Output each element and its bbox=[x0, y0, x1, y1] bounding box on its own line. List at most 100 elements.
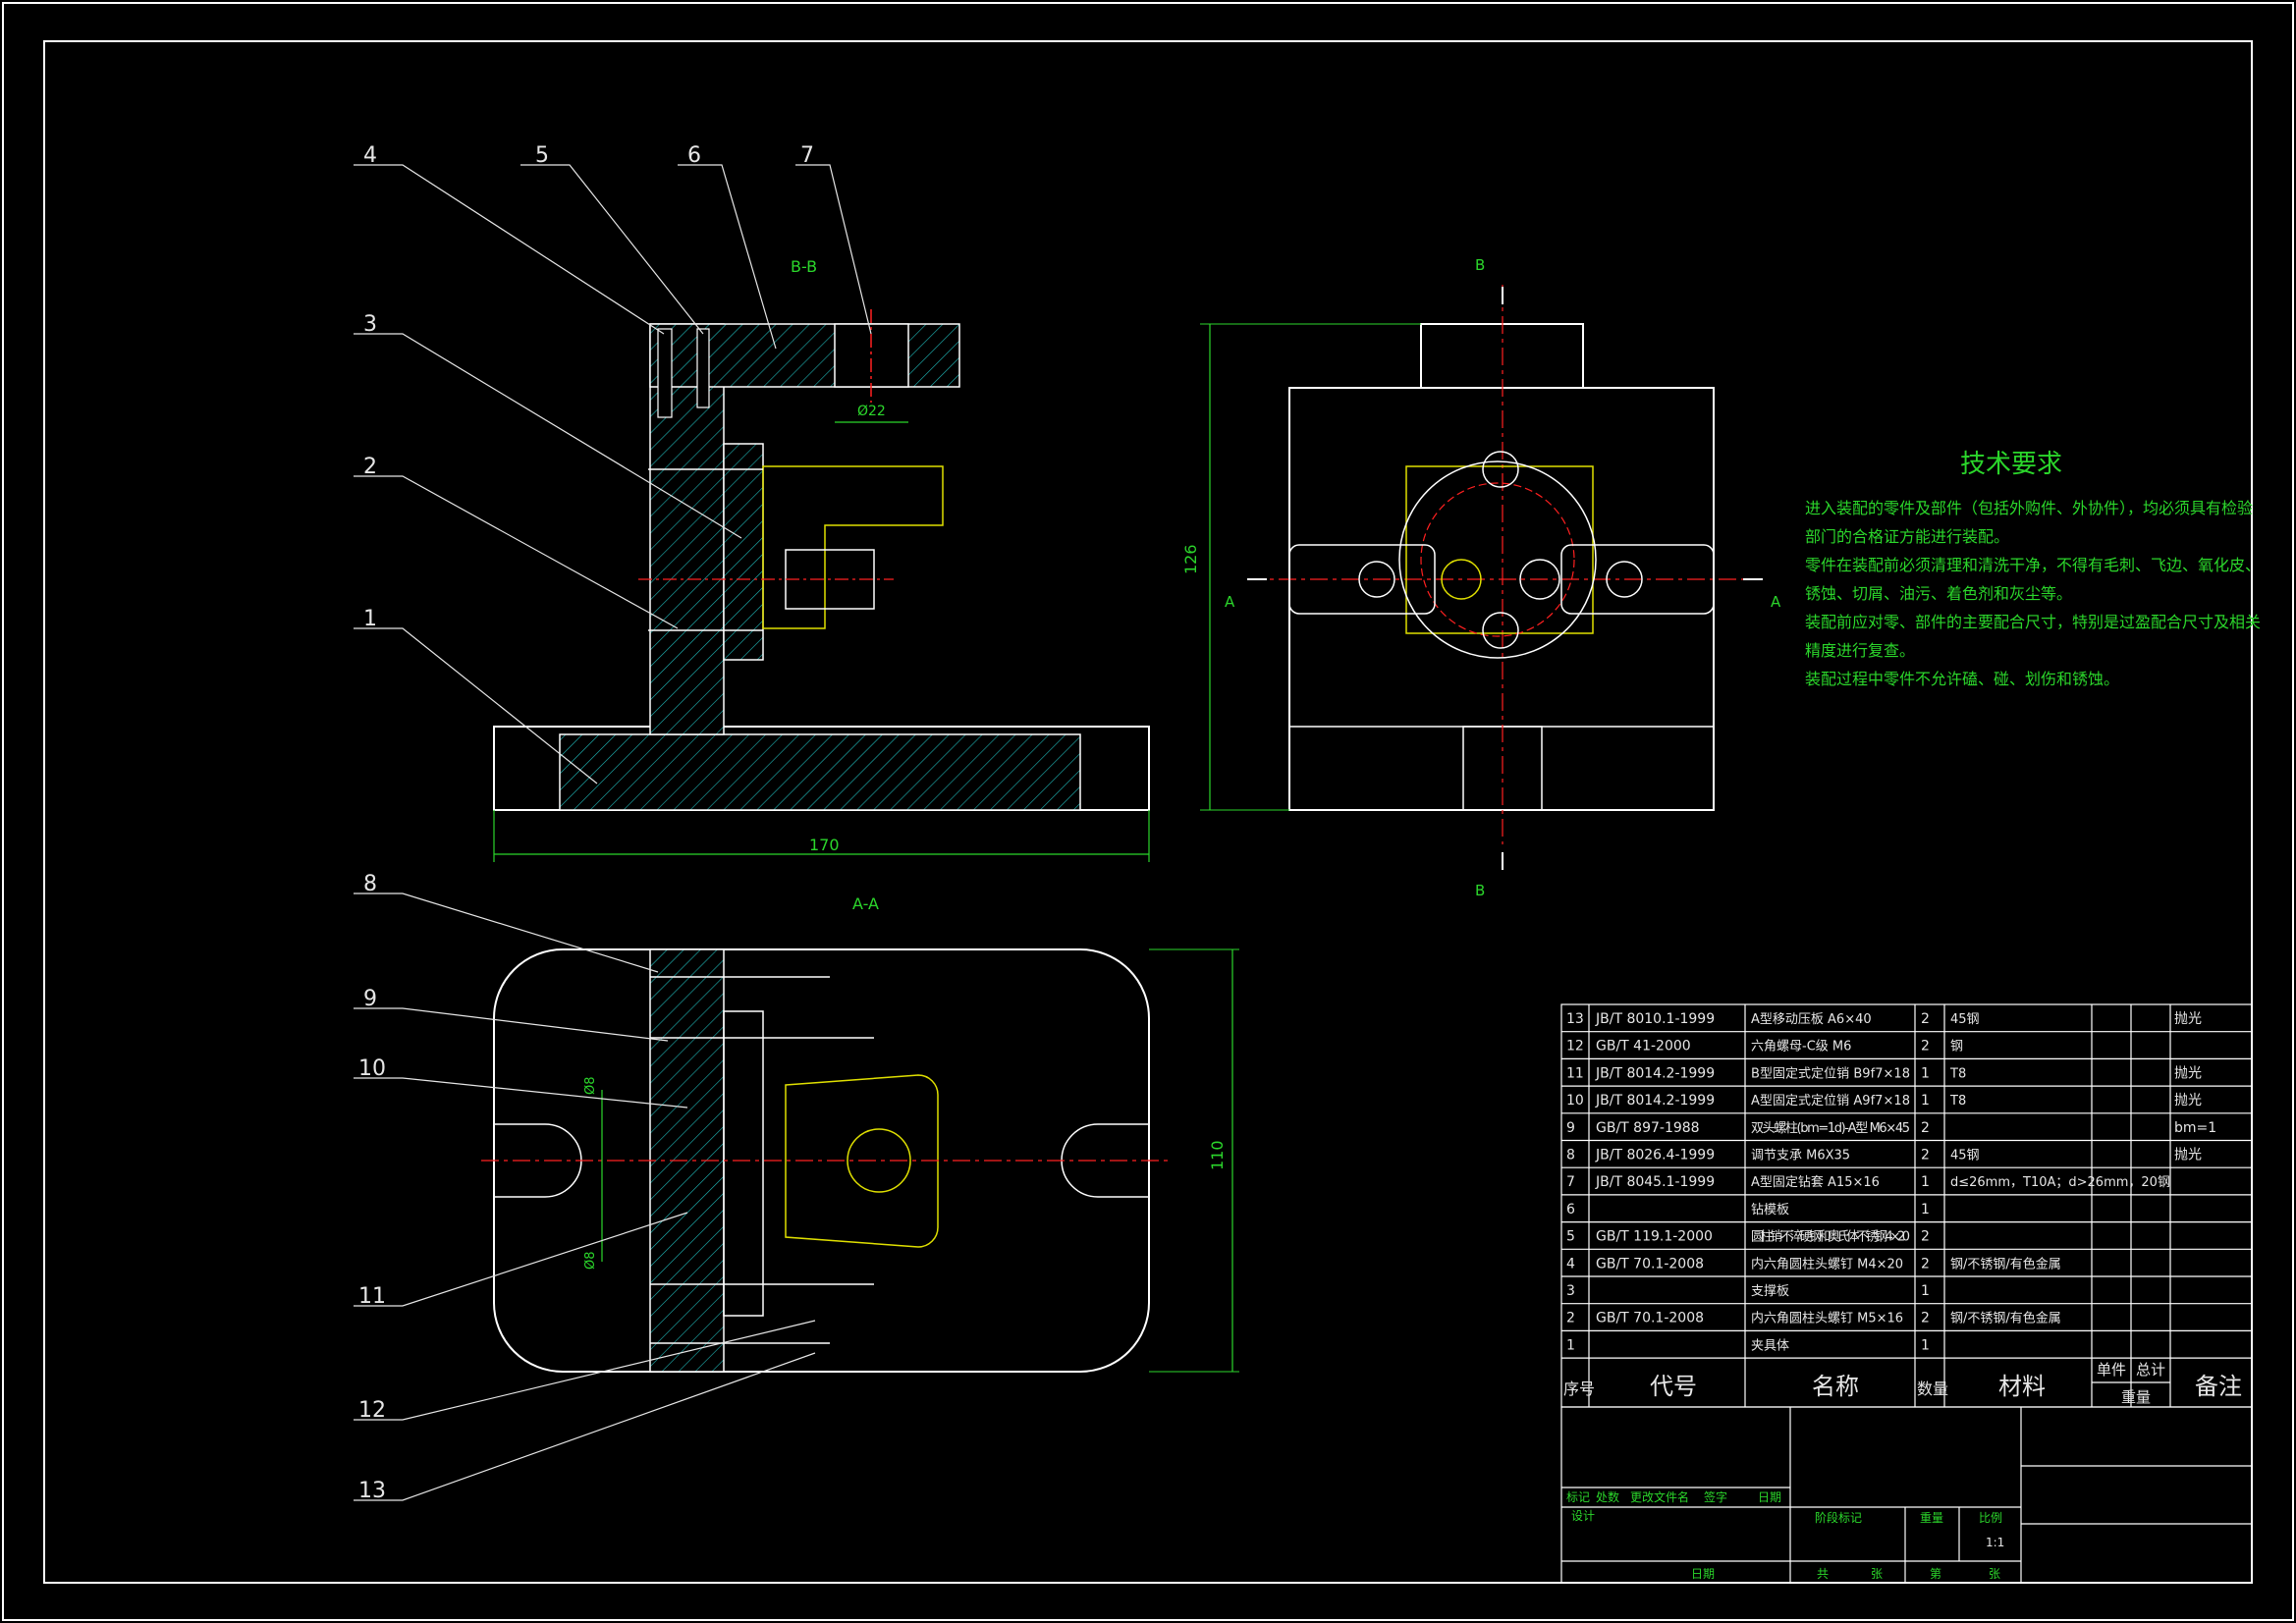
balloon-3: 3 bbox=[363, 312, 377, 337]
balloons bbox=[354, 164, 872, 1501]
bom-cell-no: 9 bbox=[1566, 1120, 1575, 1136]
bom-cell-note: 抛光 bbox=[2174, 1065, 2202, 1081]
balloon-6: 6 bbox=[687, 143, 701, 168]
balloon-8: 8 bbox=[363, 872, 377, 896]
bom-row-lines bbox=[1561, 1031, 2252, 1383]
bom-cell-qty: 2 bbox=[1921, 1011, 1930, 1027]
title-frame bbox=[1560, 1406, 2253, 1584]
pin-top bbox=[696, 328, 710, 408]
tb-date: 日期 bbox=[1758, 1490, 1781, 1504]
bom-cell-qty: 2 bbox=[1921, 1120, 1930, 1136]
nut-top bbox=[1482, 451, 1519, 488]
leader-9 bbox=[354, 1007, 669, 1042]
leader-2 bbox=[354, 475, 679, 629]
tb-design: 设计 bbox=[1571, 1509, 1595, 1523]
bom-cell-name: 钻模板 bbox=[1751, 1203, 1789, 1217]
notes-title: 技术要求 bbox=[1959, 450, 2062, 479]
bom-cell-no: 12 bbox=[1566, 1039, 1584, 1055]
side-clamp-right bbox=[1560, 544, 1715, 615]
bom-cell-no: 3 bbox=[1566, 1283, 1575, 1299]
section-b-top: B bbox=[1475, 256, 1485, 274]
bom-cell-no: 11 bbox=[1566, 1065, 1584, 1081]
bom-cell-name: 调节支承 M6X35 bbox=[1751, 1149, 1850, 1163]
side-workpiece bbox=[1405, 465, 1594, 634]
bom-cell-material: 钢/不锈钢/有色金属 bbox=[1950, 1256, 2061, 1271]
bom-header-weight: 重量 bbox=[2121, 1388, 2151, 1406]
bom-cell-qty: 2 bbox=[1921, 1229, 1930, 1245]
bom-cell-no: 7 bbox=[1566, 1174, 1575, 1190]
balloon-numbers: 1 2 3 4 5 6 7 8 9 10 11 12 13 bbox=[358, 143, 814, 1503]
bom-cell-qty: 1 bbox=[1921, 1065, 1930, 1081]
bom-cell-name: 六角螺母-C级 M6 bbox=[1751, 1040, 1851, 1055]
side-clamp-left bbox=[1288, 544, 1436, 615]
notes-line: 零件在装配前必须清理和清洗干净，不得有毛刺、飞边、氧化皮、 bbox=[1805, 556, 2262, 574]
side-view: 126 A A B B bbox=[1181, 256, 1781, 899]
section-a-left: A bbox=[1225, 593, 1235, 611]
bom-cell-note: 抛光 bbox=[2174, 1011, 2202, 1027]
leader-8 bbox=[354, 893, 659, 973]
bom-header-qty: 数量 bbox=[1917, 1380, 1948, 1398]
leader-6 bbox=[678, 164, 777, 350]
bom-cell-material: 钢/不锈钢/有色金属 bbox=[1950, 1311, 2061, 1326]
leader-11 bbox=[354, 1212, 688, 1307]
tb-stage: 阶段标记 bbox=[1815, 1510, 1862, 1525]
bom-cell-name: A型移动压板 A6×40 bbox=[1751, 1012, 1872, 1027]
title-block bbox=[1560, 1406, 2253, 1584]
bom-cell-code: GB/T 41-2000 bbox=[1596, 1039, 1691, 1055]
bom-cell-qty: 2 bbox=[1921, 1039, 1930, 1055]
bom-cell-qty: 1 bbox=[1921, 1093, 1930, 1109]
bom-header-material: 材料 bbox=[1998, 1373, 2046, 1400]
bom-cell-no: 8 bbox=[1566, 1148, 1575, 1163]
bom-cell-material: 钢 bbox=[1950, 1040, 1963, 1055]
view-label-bb: B-B bbox=[791, 257, 817, 276]
front-view: B-B 170 Ø22 bbox=[493, 257, 1150, 862]
pin-left bbox=[1441, 559, 1482, 600]
bom-cell-name: B型固定式定位销 B9f7×18 bbox=[1751, 1066, 1910, 1081]
balloon-13: 13 bbox=[358, 1479, 386, 1503]
plan-view: A-A 110 Ø8 Ø8 bbox=[481, 894, 1239, 1373]
nut-left bbox=[1358, 561, 1395, 598]
dim-126: 126 bbox=[1181, 544, 1200, 574]
screw-top-left bbox=[657, 328, 673, 418]
tb-date2: 日期 bbox=[1691, 1567, 1715, 1581]
leader-7 bbox=[795, 164, 872, 335]
bom-cell-code: JB/T 8010.1-1999 bbox=[1595, 1011, 1715, 1027]
sheet-inner-border bbox=[43, 40, 2253, 1584]
balloon-12: 12 bbox=[358, 1398, 386, 1423]
tb-scale: 比例 bbox=[1979, 1511, 2002, 1525]
pin-right bbox=[1519, 559, 1560, 600]
tb-sheet-unit: 张 bbox=[1989, 1567, 2000, 1581]
notes-line: 装配过程中零件不允许磕、碰、划伤和锈蚀。 bbox=[1805, 670, 2120, 688]
tb-sign: 签字 bbox=[1704, 1489, 1727, 1504]
bom-cell-material: T8 bbox=[1949, 1094, 1966, 1109]
balloon-2: 2 bbox=[363, 455, 377, 479]
bom-cell-material: d≤26mm，T10A；d>26mm，20钢 bbox=[1950, 1175, 2170, 1190]
plan-bore bbox=[847, 1128, 911, 1193]
tb-total: 共 bbox=[1817, 1567, 1829, 1581]
bom-cell-no: 2 bbox=[1566, 1311, 1575, 1326]
tb-mark: 标记 bbox=[1566, 1490, 1590, 1504]
notes-line: 精度进行复查。 bbox=[1805, 641, 1916, 660]
bom-cell-qty: 1 bbox=[1921, 1283, 1930, 1299]
bom-cell-code: GB/T 70.1-2008 bbox=[1596, 1256, 1704, 1271]
dim-phi8-bottom: Ø8 bbox=[583, 1251, 598, 1270]
bom-cell-name: 内六角圆柱头螺钉 M4×20 bbox=[1751, 1256, 1903, 1271]
notes-line: 部门的合格证方能进行装配。 bbox=[1805, 527, 2010, 546]
plan-support bbox=[723, 1010, 764, 1317]
bom-cell-name: 内六角圆柱头螺钉 M5×16 bbox=[1751, 1311, 1903, 1326]
bom-cell-qty: 1 bbox=[1921, 1202, 1930, 1217]
base-hatch bbox=[559, 733, 1081, 811]
bom-header-name: 名称 bbox=[1812, 1373, 1859, 1400]
tb-scale-value: 1:1 bbox=[1986, 1536, 2004, 1549]
dim-phi8-top: Ø8 bbox=[583, 1076, 598, 1095]
bom-cell-name: 圆柱销-不淬硬钢和奥氏体不锈钢 4×20 bbox=[1751, 1230, 1910, 1245]
leader-3 bbox=[354, 333, 742, 539]
bom-cell-material: T8 bbox=[1949, 1066, 1966, 1081]
balloon-10: 10 bbox=[358, 1056, 386, 1081]
bom-cell-qty: 2 bbox=[1921, 1256, 1930, 1271]
nut-bottom bbox=[1482, 612, 1519, 649]
tb-count: 处数 bbox=[1596, 1489, 1619, 1504]
tb-sheet-no: 第 bbox=[1930, 1567, 1941, 1581]
nut-right bbox=[1606, 561, 1643, 598]
bom-header-unit: 单件 bbox=[2097, 1361, 2126, 1379]
